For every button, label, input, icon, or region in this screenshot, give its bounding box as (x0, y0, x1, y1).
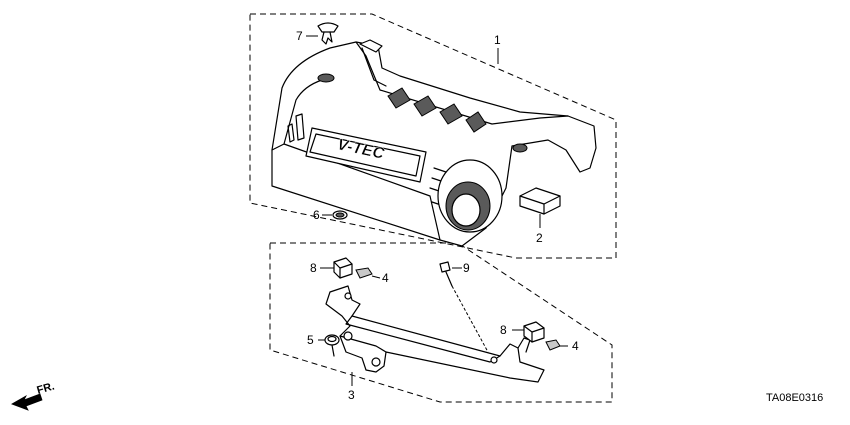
engine-cover[interactable]: V-TEC (271, 39, 597, 247)
bracket-part-3[interactable] (325, 285, 545, 383)
callout-4-left: 4 (382, 271, 389, 285)
callout-2: 2 (536, 231, 543, 245)
callout-9: 9 (463, 261, 470, 275)
grommet-part-6[interactable] (332, 210, 348, 220)
clip-part-7[interactable] (317, 22, 339, 45)
leader-4-left (371, 275, 381, 279)
nut-part-8-right[interactable] (523, 321, 545, 343)
direction-label: FR. (36, 380, 56, 396)
callout-6: 6 (313, 208, 320, 222)
callout-7: 7 (296, 29, 303, 43)
callout-4-right: 4 (572, 339, 579, 353)
rubber-block-part-2[interactable] (519, 187, 561, 215)
diagram-code: TA08E0316 (766, 392, 823, 404)
callout-1: 1 (494, 33, 501, 47)
front-direction-arrow: FR. (11, 380, 56, 411)
nut-part-8-left[interactable] (333, 257, 353, 279)
leader-9-to-bracket (451, 285, 489, 353)
pad-part-4-left[interactable] (355, 267, 373, 279)
pad-part-4-right[interactable] (545, 339, 561, 351)
bolt-part-9[interactable] (439, 261, 453, 287)
callout-5: 5 (307, 333, 314, 347)
callout-8-left: 8 (310, 261, 317, 275)
callout-8-right: 8 (500, 323, 507, 337)
callout-3: 3 (348, 388, 355, 402)
grommet-part-5[interactable] (324, 334, 340, 357)
upper-group-boundary (249, 13, 617, 259)
